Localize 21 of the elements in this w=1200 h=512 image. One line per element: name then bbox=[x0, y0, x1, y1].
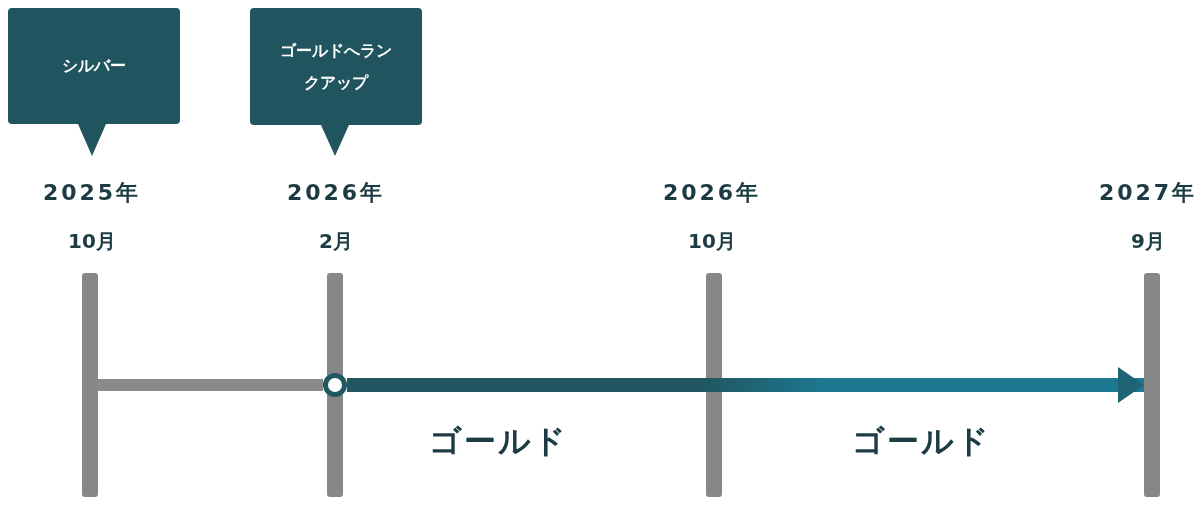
callout-text: ゴールドへランクアップ bbox=[279, 39, 393, 94]
milestone-marker bbox=[323, 373, 347, 397]
month-label: 9月 bbox=[1131, 228, 1165, 255]
year-label: 2026年 bbox=[662, 179, 762, 207]
month-label: 2月 bbox=[319, 228, 353, 255]
year-label: 2025年 bbox=[42, 179, 142, 207]
year-label: 2026年 bbox=[286, 179, 386, 207]
timeline-bar bbox=[327, 273, 343, 497]
timeline-arrow bbox=[347, 367, 1144, 403]
callout-text: シルバー bbox=[61, 55, 127, 77]
year-label: 2027年 bbox=[1098, 179, 1198, 207]
timeline-bar bbox=[706, 273, 722, 497]
timeline-bar bbox=[82, 273, 98, 497]
month-label: 10月 bbox=[68, 228, 116, 255]
callout-box bbox=[8, 8, 180, 156]
period-label: ゴールド bbox=[428, 421, 568, 462]
month-label: 10月 bbox=[688, 228, 736, 255]
callout-box bbox=[250, 8, 422, 156]
timeline-line bbox=[98, 379, 323, 391]
period-label: ゴールド bbox=[851, 421, 991, 462]
timeline-bar bbox=[1144, 273, 1160, 497]
